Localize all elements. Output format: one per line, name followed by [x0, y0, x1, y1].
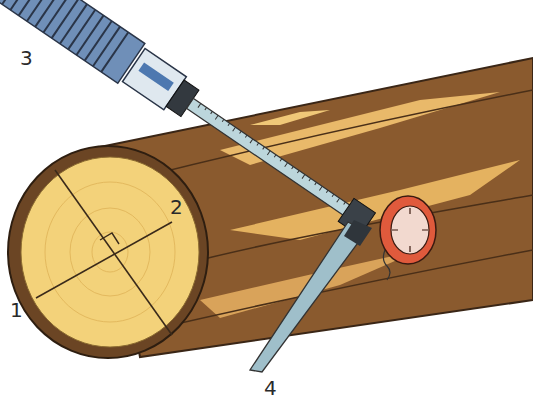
bark-streak [230, 160, 520, 240]
sliding-jaw-blade [250, 222, 366, 372]
dial-ticks [392, 208, 428, 252]
caliper-window [138, 62, 173, 91]
callout-number: 4 [264, 378, 277, 398]
dial-face [391, 206, 429, 254]
caliper-dial [380, 196, 436, 264]
growth-ring [70, 208, 150, 296]
diameter-line [36, 222, 172, 298]
grip-ribs [2, 0, 128, 72]
callout-number: 1 [10, 300, 23, 320]
right-angle-mark [100, 233, 119, 244]
log-end-face [21, 157, 199, 347]
callout-number: 2 [170, 197, 183, 217]
scale-ticks [198, 103, 345, 206]
jaw-clamp [344, 220, 372, 246]
bark-ring [8, 146, 208, 358]
bark-streak [250, 110, 330, 125]
caliper-bar [187, 98, 363, 223]
growth-ring [45, 182, 175, 322]
caliper-grip [0, 0, 145, 83]
diameter-line [55, 170, 172, 335]
caliper [0, 0, 381, 244]
callout-number: 3 [20, 48, 33, 68]
